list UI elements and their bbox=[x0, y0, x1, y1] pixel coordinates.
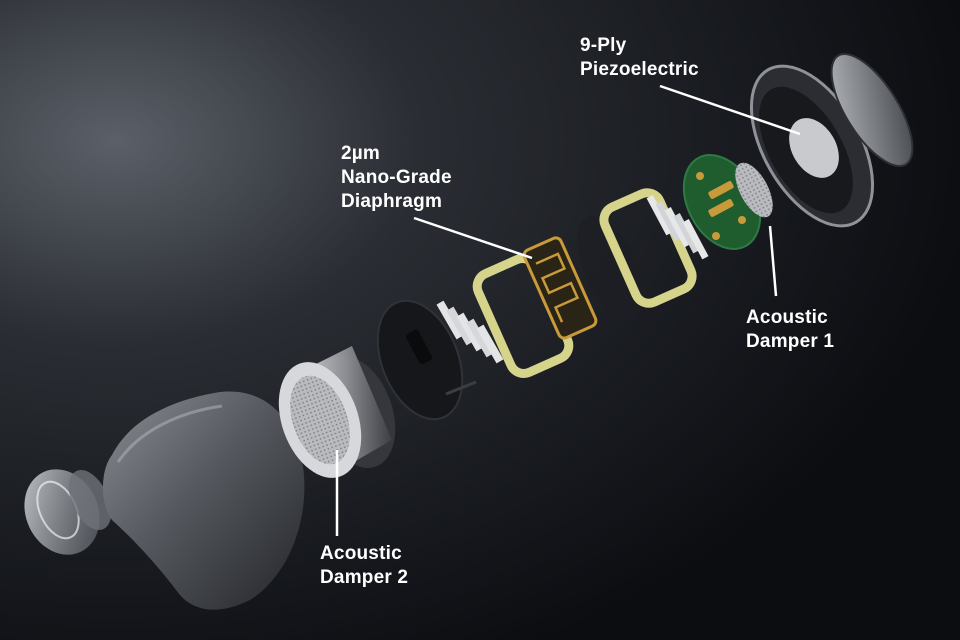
leader-line-damper1 bbox=[768, 225, 778, 297]
dark-film-disc bbox=[577, 215, 643, 321]
acoustic-damper-1-part bbox=[735, 162, 773, 218]
magnet-fin-stack-1 bbox=[436, 300, 504, 364]
acoustic-damper-2-part bbox=[278, 346, 396, 478]
leader-line-piezo bbox=[659, 84, 801, 136]
label-acoustic-damper-2: Acoustic Damper 2 bbox=[320, 542, 408, 590]
label-damper2-line-1: Acoustic bbox=[320, 543, 402, 564]
magnet-fin-stack-2 bbox=[646, 195, 709, 260]
label-damper2-line-2: Damper 2 bbox=[320, 567, 409, 588]
label-damper1-line-1: Acoustic bbox=[746, 307, 828, 328]
outer-cap bbox=[830, 53, 914, 167]
leader-line-diaphragm bbox=[413, 216, 533, 260]
label-damper1-line-2: Damper 1 bbox=[746, 331, 835, 352]
ear-tip bbox=[24, 469, 112, 555]
driver-disc bbox=[376, 299, 477, 421]
label-acoustic-damper-1: Acoustic Damper 1 bbox=[746, 306, 834, 354]
label-diaphragm: 2µm Nano-Grade Diaphragm bbox=[341, 142, 452, 214]
label-piezo-line-1: 9-Ply bbox=[580, 35, 627, 56]
earphone-shell bbox=[103, 391, 305, 610]
diaphragm-part bbox=[522, 236, 598, 340]
label-diaphragm-line-2: Nano-Grade bbox=[341, 167, 452, 188]
label-diaphragm-line-1: 2µm bbox=[341, 143, 381, 164]
label-piezo-line-2: Piezoelectric bbox=[580, 59, 699, 80]
piezo-element bbox=[789, 118, 839, 178]
label-piezoelectric: 9-Ply Piezoelectric bbox=[580, 34, 699, 82]
label-diaphragm-line-3: Diaphragm bbox=[341, 191, 443, 212]
